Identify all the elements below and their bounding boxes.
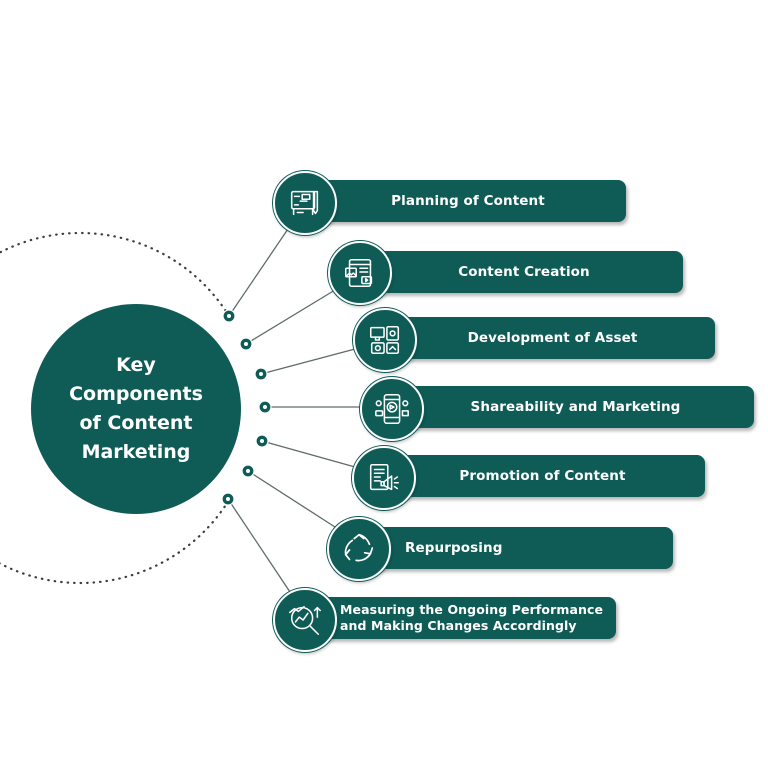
component-label-promotion: Promotion of Content	[459, 468, 626, 484]
mobile-share-icon	[375, 393, 409, 425]
component-icon-measuring	[273, 588, 337, 652]
component-bar-repurposing: Repurposing	[355, 527, 673, 569]
recycle-icon	[344, 533, 374, 562]
connector-node-center	[226, 497, 230, 501]
component-label-measuring: Measuring the Ongoing Performance and Ma…	[340, 602, 616, 634]
hub-title: Key Components of Content Marketing	[46, 351, 226, 467]
connector-node-center	[227, 314, 231, 318]
connector-node-center	[244, 342, 248, 346]
hub-title-line-2: of Content	[79, 412, 193, 434]
component-icon-planning	[273, 171, 337, 235]
megaphone-document-icon	[369, 463, 400, 491]
component-bar-content-creation: Content Creation	[355, 251, 683, 293]
connector-nodes	[221, 309, 272, 506]
component-bar-asset-development: Development of Asset	[380, 317, 715, 359]
connector-line	[245, 289, 336, 345]
component-label-measuring-line-2: and Making Changes Accordingly	[340, 618, 577, 633]
connector-line	[260, 348, 356, 375]
component-label-repurposing: Repurposing	[405, 540, 503, 556]
hub-title-line-1: Key Components	[69, 354, 203, 405]
component-label-planning: Planning of Content	[391, 193, 545, 209]
connector-line	[228, 225, 291, 317]
component-bar-promotion: Promotion of Content	[380, 455, 705, 497]
connector-line	[247, 470, 336, 528]
component-label-measuring-line-1: Measuring the Ongoing Performance	[340, 602, 604, 617]
connector-line	[227, 498, 291, 593]
connector-node-center	[260, 439, 264, 443]
connector-lines	[227, 225, 362, 593]
dotted-ring	[0, 231, 231, 585]
asset-development-icon	[369, 325, 400, 355]
connector-node-center	[263, 405, 267, 409]
performance-analytics-icon	[289, 605, 321, 636]
component-icon-content-creation	[328, 241, 392, 305]
component-icon-repurposing	[327, 517, 391, 581]
component-icon-shareability	[360, 377, 424, 441]
hub-title-line-3: Marketing	[81, 441, 191, 463]
content-creation-icon	[344, 258, 373, 288]
connector-line	[261, 440, 356, 468]
component-bar-shareability: Shareability and Marketing	[387, 386, 754, 428]
component-label-asset-development: Development of Asset	[467, 330, 638, 346]
component-bar-planning: Planning of Content	[300, 180, 626, 222]
connector-node-center	[246, 469, 250, 473]
connector-node-center	[259, 372, 263, 376]
central-hub-circle: Key Components of Content Marketing	[31, 304, 241, 514]
component-icon-asset-development	[353, 308, 417, 372]
planning-board-icon	[290, 190, 319, 216]
component-label-shareability: Shareability and Marketing	[470, 399, 681, 415]
component-label-content-creation: Content Creation	[458, 264, 590, 280]
component-bar-measuring: Measuring the Ongoing Performance and Ma…	[300, 597, 616, 639]
component-icon-promotion	[352, 446, 416, 510]
